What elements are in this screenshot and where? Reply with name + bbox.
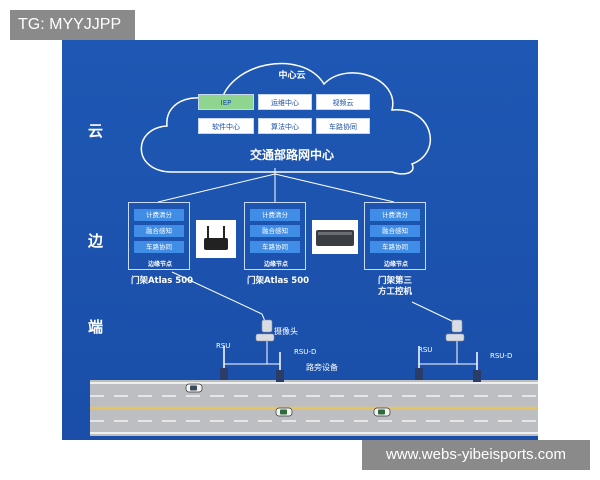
edge-caption: 边缘节点 [263,261,288,268]
architecture-diagram: 云 边 端 中心云 IEP 运维中心 视频云 软件中心 算法中心 车路协同 交通… [62,40,538,440]
edge-node-3-label-line2: 方工控机 [377,287,412,297]
cloud-button-vehicle-road[interactable]: 车路协同 [316,118,370,134]
rsu-d-label-2: RSU-D [490,352,513,360]
layer-label-edge: 边 [88,232,104,250]
layer-label-end: 端 [88,318,104,336]
edge-node-2: 计费清分 融合感知 车路协同 边缘节点 [244,202,306,270]
watermark-top: TG: MYYJJPP [10,10,135,40]
cloud-button-software-center[interactable]: 软件中心 [198,118,254,134]
cloud-shape [140,62,431,175]
edge-node-1-label: 门架Atlas 500 [130,276,194,286]
rsu-label-2: RSU [418,346,433,354]
edge-item-billing[interactable]: 计费清分 [134,209,184,221]
edge-caption: 边缘节点 [147,261,172,268]
edge-item-vehicle-road[interactable]: 车路协同 [134,241,184,253]
router-icon [204,226,228,250]
edge-node-3-label-line1: 门架第三 [377,276,412,286]
cloud-button-iep[interactable]: IEP [198,94,254,110]
edge-node-3: 计费清分 融合感知 车路协同 边缘节点 [364,202,426,270]
cloud-title: 中心云 [278,71,306,81]
edge-node-2-label: 门架Atlas 500 [246,276,310,286]
camera-icon [255,319,465,342]
watermark-bottom: www.webs-yibeisports.com [362,440,590,470]
rsu-d-label-1: RSU-D [294,348,317,356]
rsu-antenna-icon [220,368,481,382]
car-1 [185,383,203,393]
rsu-label-1: RSU [216,342,231,350]
car-2 [275,407,293,417]
industrial-pc-image [312,220,358,254]
roadside-equipment-label: 路旁设备 [306,363,338,372]
connection-lines [157,168,478,376]
camera-label: 摄像头 [274,327,298,336]
edge-item-billing[interactable]: 计费清分 [370,209,420,221]
cloud-main-label: 交通部路网中心 [249,148,334,162]
edge-item-fusion[interactable]: 融合感知 [370,225,420,237]
layer-label-cloud: 云 [88,122,104,140]
edge-caption: 边缘节点 [383,261,408,268]
edge-item-fusion[interactable]: 融合感知 [134,225,184,237]
edge-node-3-label: 门架第三 方工控机 [358,276,432,298]
edge-item-billing[interactable]: 计费清分 [250,209,300,221]
diagram-graphics [90,62,538,436]
edge-item-fusion[interactable]: 融合感知 [250,225,300,237]
atlas-device-image [196,220,236,258]
cloud-button-algorithm-center[interactable]: 算法中心 [258,118,312,134]
road-graphic [90,380,538,436]
cloud-button-video-cloud[interactable]: 视频云 [316,94,370,110]
cloud-button-ops-center[interactable]: 运维中心 [258,94,312,110]
edge-item-vehicle-road[interactable]: 车路协同 [250,241,300,253]
industrial-pc-icon [316,230,354,246]
edge-item-vehicle-road[interactable]: 车路协同 [370,241,420,253]
edge-node-1: 计费清分 融合感知 车路协同 边缘节点 [128,202,190,270]
car-3 [373,407,391,417]
